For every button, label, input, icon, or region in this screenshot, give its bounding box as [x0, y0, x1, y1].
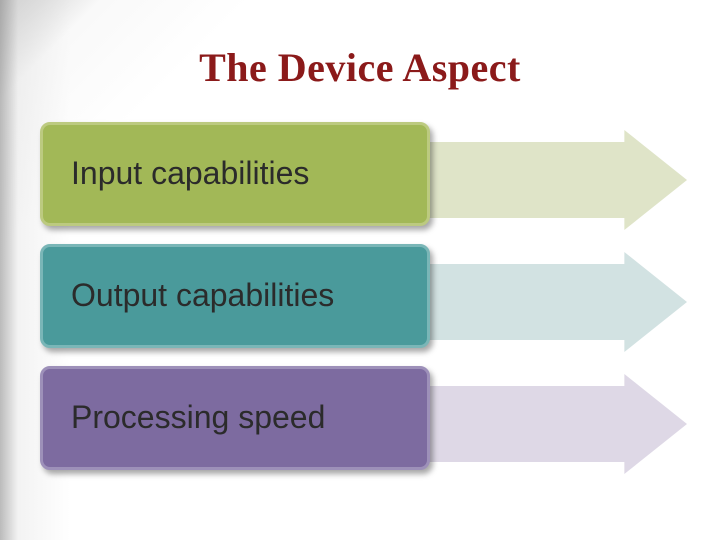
item-label: Input capabilities	[71, 155, 310, 192]
item-list: Input capabilities Output capabilities P…	[0, 122, 720, 488]
item-box: Processing speed	[40, 366, 430, 470]
item-box: Input capabilities	[40, 122, 430, 226]
item-label: Output capabilities	[71, 277, 335, 314]
slide-title: The Device Aspect	[199, 45, 521, 90]
list-item: Input capabilities	[0, 122, 720, 230]
item-box: Output capabilities	[40, 244, 430, 348]
list-item: Processing speed	[0, 366, 720, 474]
item-label: Processing speed	[71, 399, 326, 436]
list-item: Output capabilities	[0, 244, 720, 352]
